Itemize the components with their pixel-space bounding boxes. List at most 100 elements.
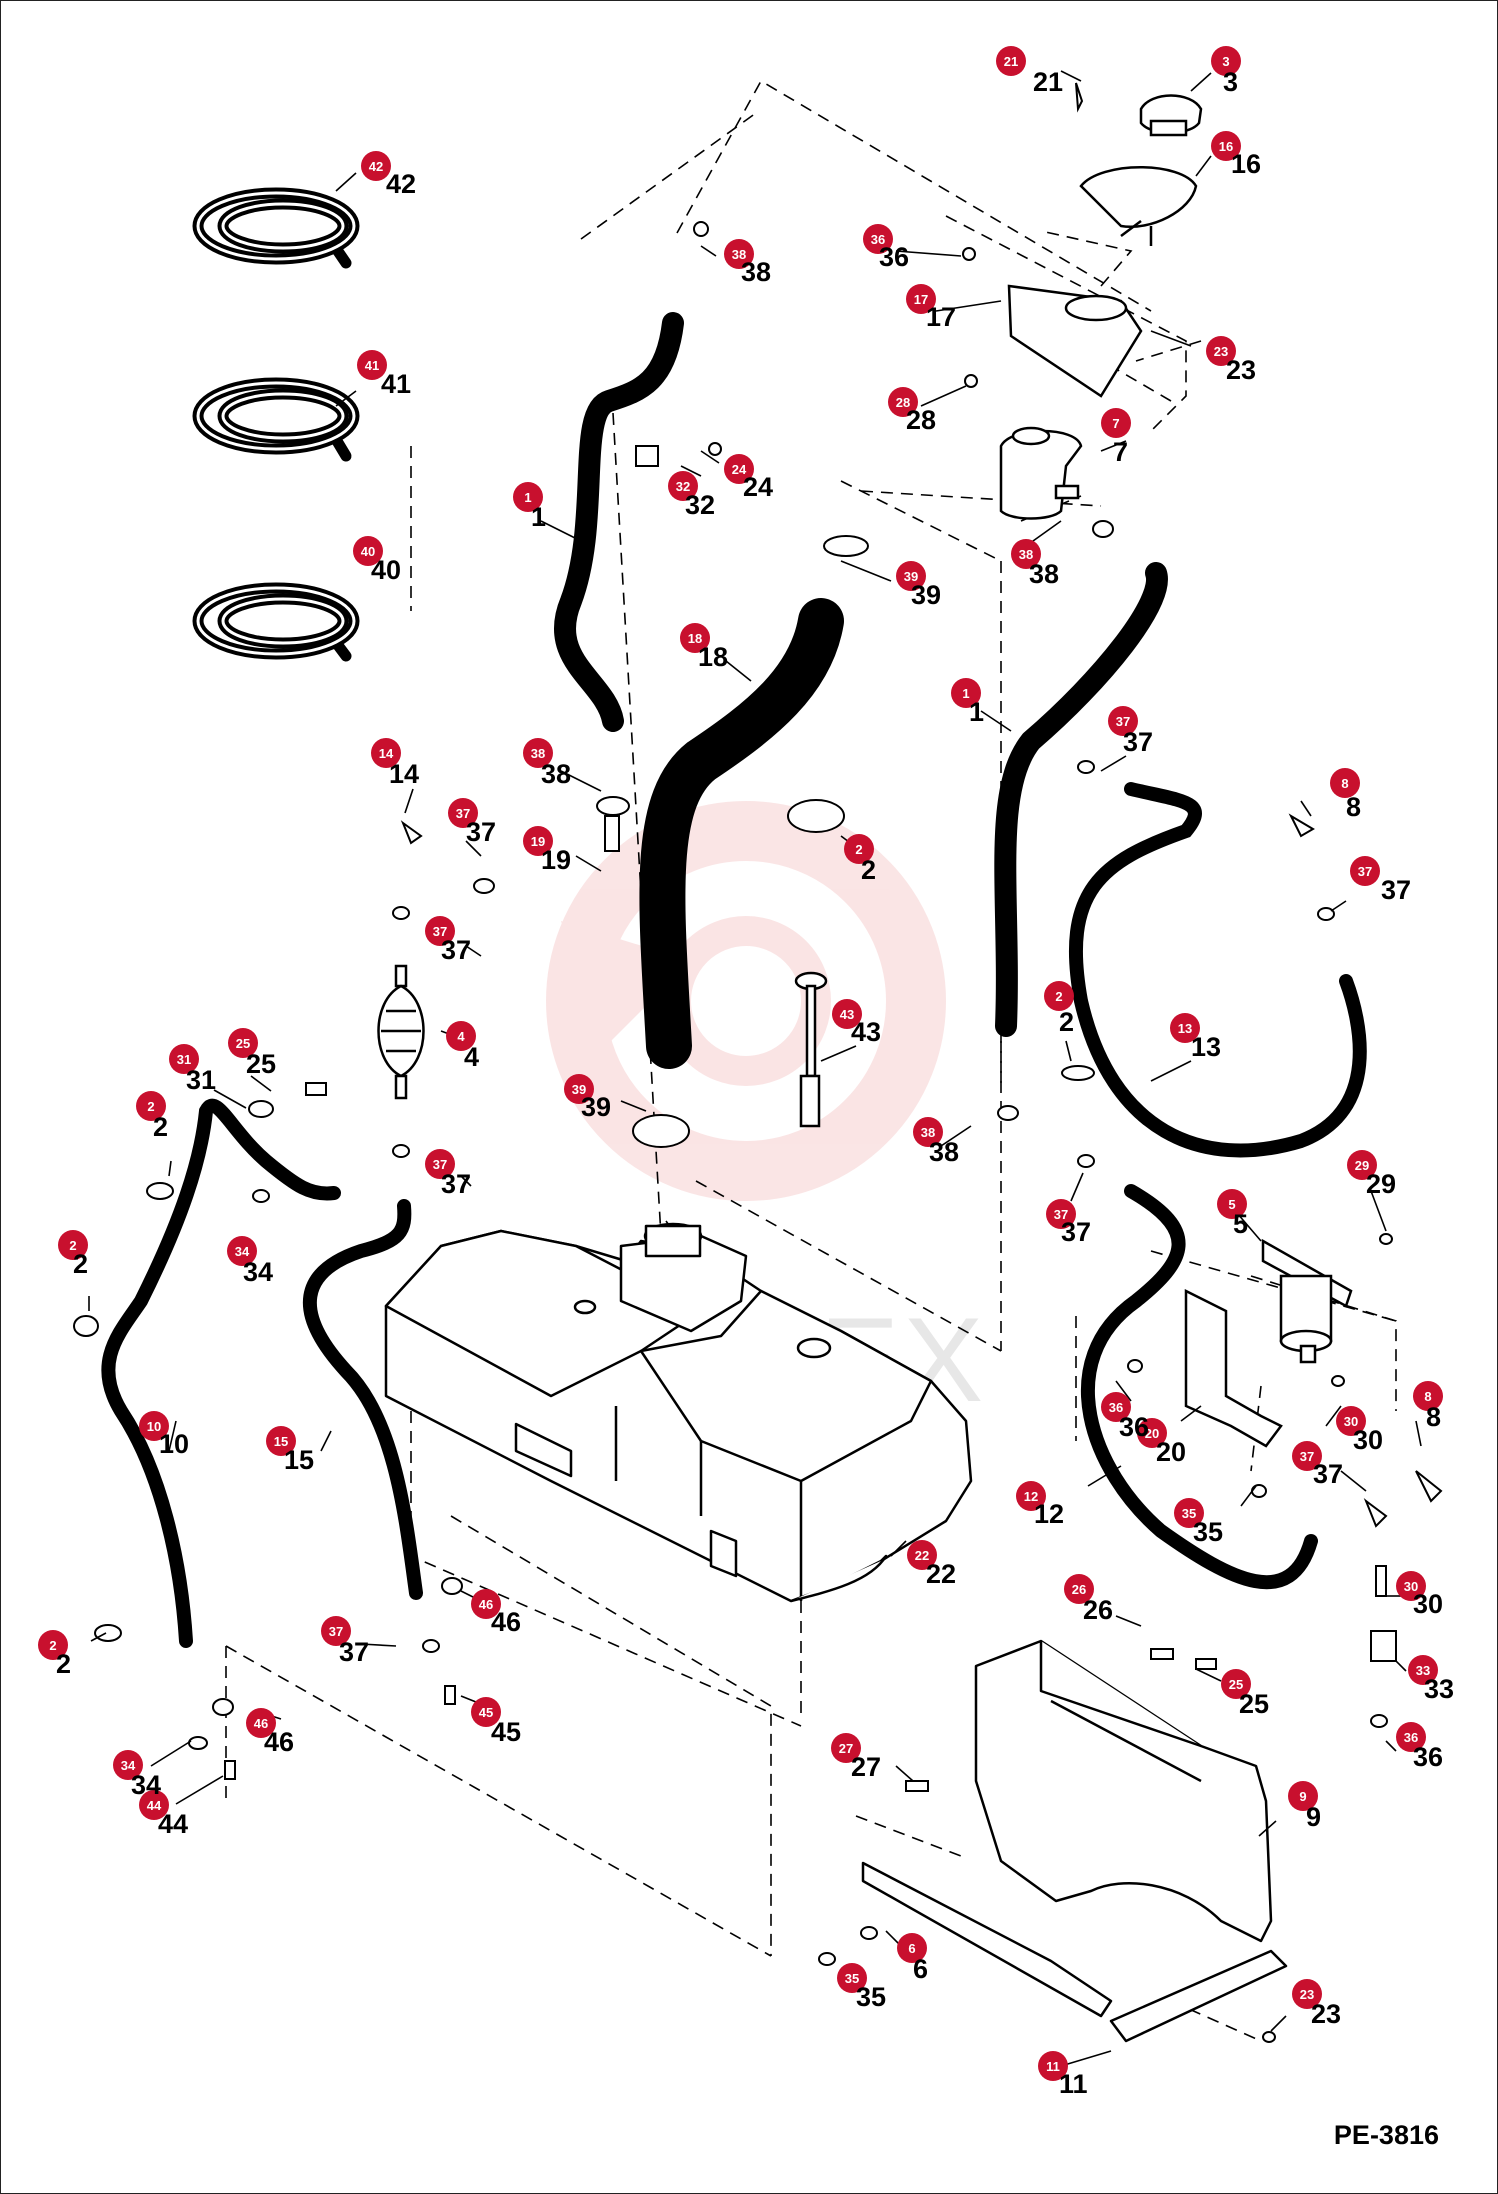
callout-number: 3 [1222,54,1229,69]
callout-37b[interactable]: 37 [448,798,478,828]
callout-18[interactable]: 18 [680,623,710,653]
callout-number: 2 [49,1638,56,1653]
callout-14[interactable]: 14 [371,738,401,768]
callout-30b[interactable]: 30 [1396,1571,1426,1601]
callout-37e[interactable]: 37 [425,1149,455,1179]
callout-44[interactable]: 44 [139,1790,169,1820]
callout-22[interactable]: 22 [907,1540,937,1570]
hose-15 [302,1199,423,1600]
part-label-19: 19 [541,845,571,875]
callout-28[interactable]: 28 [888,387,918,417]
callout-2a[interactable]: 2 [844,834,874,864]
callout-number: 25 [1229,1677,1243,1692]
callout-19[interactable]: 19 [523,826,553,856]
callout-23a[interactable]: 23 [1206,336,1236,366]
part-label-17: 17 [926,302,956,332]
callout-bubble [913,1117,943,1147]
callout-29[interactable]: 29 [1347,1150,1377,1180]
callout-46a[interactable]: 46 [471,1589,501,1619]
callout-bubble [951,678,981,708]
callout-36a[interactable]: 36 [863,224,893,254]
callout-13[interactable]: 13 [1170,1013,1200,1043]
callout-35b[interactable]: 35 [837,1963,867,1993]
callout-21[interactable]: 21 [996,46,1026,76]
callout-8b[interactable]: 8 [1413,1381,1443,1411]
part-label-1a: 1 [531,502,546,532]
callout-25b[interactable]: 25 [1221,1669,1251,1699]
callout-9[interactable]: 9 [1288,1781,1318,1811]
callout-4[interactable]: 4 [446,1021,476,1051]
callout-30a[interactable]: 30 [1336,1406,1366,1436]
callout-number: 39 [904,569,918,584]
callout-11[interactable]: 11 [1038,2051,1068,2081]
callout-number: 37 [1054,1207,1068,1222]
callout-8a[interactable]: 8 [1330,768,1360,798]
callout-32[interactable]: 32 [668,471,698,501]
callout-number: 2 [69,1238,76,1253]
callout-45[interactable]: 45 [471,1697,501,1727]
callout-number: 8 [1424,1389,1431,1404]
callout-23b[interactable]: 23 [1292,1979,1322,2009]
callout-38b[interactable]: 38 [1011,539,1041,569]
callout-2c[interactable]: 2 [136,1091,166,1121]
part-label-23a: 23 [1226,355,1256,385]
callout-38d[interactable]: 38 [913,1117,943,1147]
callout-40[interactable]: 40 [353,536,383,566]
part-label-2e: 2 [56,1649,71,1679]
callout-number: 27 [839,1741,853,1756]
callout-26[interactable]: 26 [1064,1574,1094,1604]
callout-number: 33 [1416,1663,1430,1678]
callout-12[interactable]: 12 [1016,1481,1046,1511]
callout-25a[interactable]: 25 [228,1028,258,1058]
callout-37c[interactable]: 37 [1350,856,1380,886]
callout-7[interactable]: 7 [1101,408,1131,438]
callout-34b[interactable]: 34 [113,1750,143,1780]
callout-43[interactable]: 43 [832,999,862,1029]
callout-17[interactable]: 17 [906,284,936,314]
part-label-20: 20 [1156,1437,1186,1467]
callout-34a[interactable]: 34 [227,1236,257,1266]
callout-bubble [906,284,936,314]
callout-39b[interactable]: 39 [564,1074,594,1104]
part-label-37e: 37 [441,1169,471,1199]
callout-5[interactable]: 5 [1217,1189,1247,1219]
callout-1b[interactable]: 1 [951,678,981,708]
callout-number: 1 [524,490,531,505]
drawing-id: PE-3816 [1333,2120,1439,2150]
callout-41[interactable]: 41 [357,350,387,380]
hose-1-right [994,562,1168,1037]
callout-2d[interactable]: 2 [58,1230,88,1260]
callout-bubble [227,1236,257,1266]
part-label-26: 26 [1083,1595,1113,1625]
callout-39a[interactable]: 39 [896,561,926,591]
callout-bubble [136,1091,166,1121]
callout-31[interactable]: 31 [169,1044,199,1074]
callout-2b[interactable]: 2 [1044,981,1074,1011]
callout-24[interactable]: 24 [724,454,754,484]
callout-37d[interactable]: 37 [425,916,455,946]
callout-38a[interactable]: 38 [724,239,754,269]
callout-15[interactable]: 15 [266,1426,296,1456]
callout-37f[interactable]: 37 [1046,1199,1076,1229]
filler-tube-7 [999,429,1083,520]
callout-37h[interactable]: 37 [321,1616,351,1646]
callout-46b[interactable]: 46 [246,1708,276,1738]
callout-37g[interactable]: 37 [1292,1441,1322,1471]
callout-bubble [448,798,478,828]
callout-36c[interactable]: 36 [1396,1722,1426,1752]
callout-38c[interactable]: 38 [523,738,553,768]
callout-37a[interactable]: 37 [1108,706,1138,736]
callout-10[interactable]: 10 [139,1411,169,1441]
callout-36b[interactable]: 36 [1101,1392,1131,1422]
callout-35a[interactable]: 35 [1174,1498,1204,1528]
callout-42[interactable]: 42 [361,151,391,181]
callout-33[interactable]: 33 [1408,1655,1438,1685]
callout-3[interactable]: 3 [1211,46,1241,76]
callout-6[interactable]: 6 [897,1933,927,1963]
callout-16[interactable]: 16 [1211,131,1241,161]
callout-27[interactable]: 27 [831,1733,861,1763]
callout-2e[interactable]: 2 [38,1630,68,1660]
callout-20[interactable]: 20 [1137,1418,1167,1448]
callout-bubble [1413,1381,1443,1411]
callout-1a[interactable]: 1 [513,482,543,512]
